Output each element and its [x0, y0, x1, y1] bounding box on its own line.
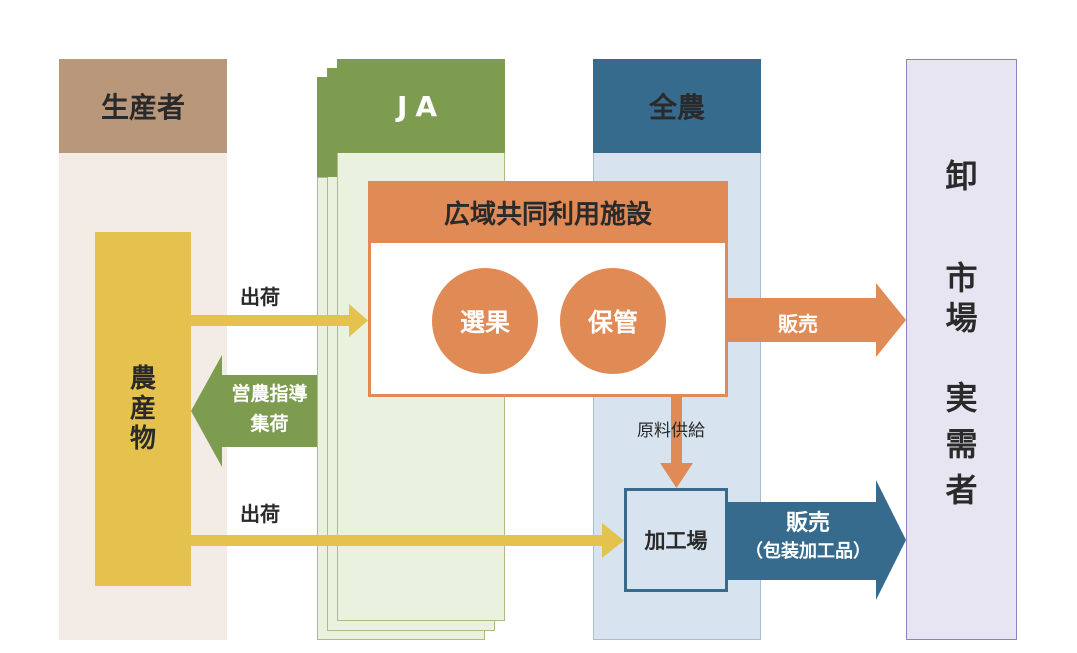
produce-char-1: 農 [129, 364, 156, 394]
facility-title: 広域共同利用施設 [368, 181, 728, 243]
ship-label-bottom: 出荷 [240, 502, 280, 526]
market-char-1: 卸 [945, 157, 978, 195]
raw-supply-arrow [660, 397, 693, 488]
guidance-label-line1: 営農指導 [231, 383, 308, 405]
processed-sales-line1: 販売 [785, 511, 830, 536]
market-char-3: 場 [945, 299, 978, 337]
market-char-2: 市 [945, 259, 978, 297]
sorting-circle: 選果 [432, 268, 538, 374]
processed-sales-line2: （包装加工品） [745, 541, 871, 562]
market-char-4: 実 [945, 379, 978, 417]
processed-sales-label: 販売 （包装加工品） [728, 510, 888, 566]
produce-char-3: 物 [129, 424, 156, 454]
guidance-arrow [191, 355, 317, 467]
processing-plant: 加工場 [624, 488, 728, 592]
zennoh-header: 全農 [593, 59, 761, 153]
ship-arrow-top [191, 304, 368, 337]
guidance-label-line2: 集荷 [250, 413, 289, 435]
storage-circle: 保管 [560, 268, 666, 374]
market-char-6: 者 [945, 471, 978, 509]
producer-header: 生産者 [59, 59, 227, 153]
ship-label-top: 出荷 [240, 285, 280, 309]
sales-arrow [728, 283, 906, 357]
sales-label: 販売 [778, 312, 818, 336]
raw-supply-label: 原料供給 [637, 421, 705, 441]
produce-char-2: 産 [129, 394, 156, 424]
ja-header: JA [337, 59, 505, 153]
market-column: 卸 市 場 実 需 者 [906, 59, 1017, 640]
produce-box: 農 産 物 [95, 232, 191, 586]
guidance-label: 営農指導 集荷 [222, 379, 317, 439]
ship-arrow-bottom [191, 523, 624, 558]
market-char-5: 需 [945, 425, 978, 463]
processed-sales-arrow [728, 480, 906, 600]
